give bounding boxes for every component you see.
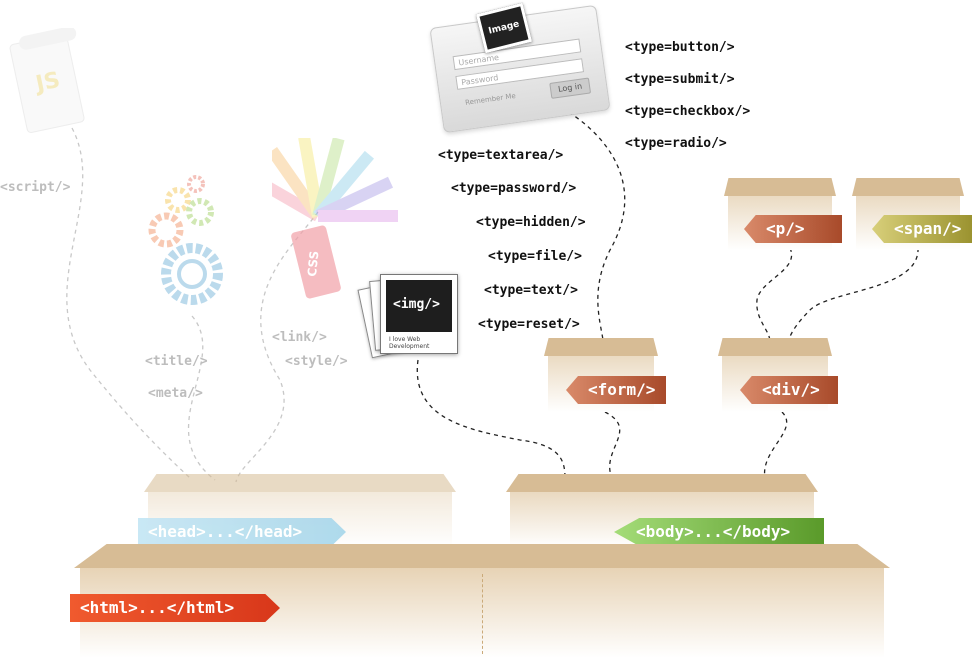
- label-type-reset: <type=reset/>: [478, 317, 580, 332]
- label-type-textarea: <type=textarea/>: [438, 148, 564, 163]
- tag-span: <span/>: [872, 215, 972, 243]
- label-type-password: <type=password/>: [451, 181, 577, 196]
- connector-p: [756, 247, 793, 343]
- login-image-badge-label: Image: [487, 19, 521, 37]
- polaroid-img-icon: <img/> I love Web Development: [380, 274, 458, 354]
- connector-login: [561, 107, 626, 341]
- login-remember-label: Remember Me: [464, 91, 517, 107]
- label-style: <style/>: [285, 354, 348, 369]
- gears-icon: [148, 175, 223, 305]
- tag-p: <p/>: [744, 215, 842, 243]
- label-meta: <meta/>: [148, 386, 203, 401]
- label-script: <script/>: [0, 180, 71, 195]
- label-type-file: <type=file/>: [488, 249, 582, 264]
- css-label: CSS: [304, 250, 322, 278]
- tag-head: <head>...</head>: [138, 518, 346, 546]
- label-type-checkbox: <type=checkbox/>: [625, 104, 751, 119]
- connector-div: [764, 411, 788, 479]
- label-type-hidden: <type=hidden/>: [476, 215, 586, 230]
- connector-form: [604, 411, 621, 479]
- img-tag-label: <img/>: [393, 297, 440, 312]
- label-title: <title/>: [145, 354, 208, 369]
- tag-body: <body>...</body>: [614, 518, 824, 546]
- html-box-seam: [482, 574, 483, 654]
- connector-meta: [187, 315, 216, 481]
- js-scroll-icon: JS: [8, 26, 92, 136]
- label-type-text: <type=text/>: [484, 283, 578, 298]
- connector-link: [235, 211, 319, 483]
- label-type-button: <type=button/>: [625, 40, 735, 55]
- js-label: JS: [33, 67, 63, 98]
- polaroid-photo: [386, 280, 452, 332]
- connector-script: [66, 127, 191, 479]
- polaroid-caption: I love Web Development: [389, 336, 430, 350]
- login-button: Log in: [549, 77, 592, 99]
- tag-div: <div/>: [740, 376, 838, 404]
- connector-img: [416, 359, 566, 479]
- label-link: <link/>: [272, 330, 327, 345]
- tag-form: <form/>: [566, 376, 666, 404]
- label-type-radio: <type=radio/>: [625, 136, 727, 151]
- connector-span: [787, 247, 919, 343]
- color-swatch-fan-icon: [272, 138, 398, 222]
- tag-html: <html>...</html>: [70, 594, 280, 622]
- label-type-submit: <type=submit/>: [625, 72, 735, 87]
